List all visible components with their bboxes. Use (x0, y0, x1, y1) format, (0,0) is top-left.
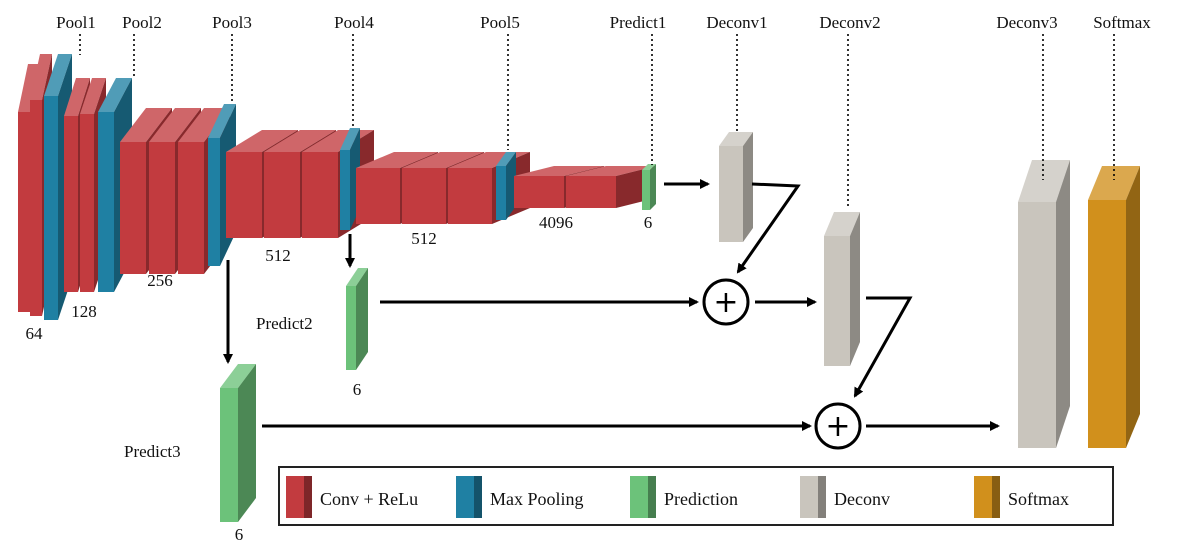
dim-predict3: 6 (234, 525, 244, 544)
deconv2-label: Deconv2 (819, 13, 881, 32)
pool3-label: Pool3 (212, 13, 252, 32)
pool5-block (496, 152, 516, 220)
dim-64: 64 (25, 324, 43, 343)
deconv2-block (824, 212, 860, 366)
legend-label-softmax: Softmax (1008, 489, 1069, 509)
deconv3-block (1018, 160, 1070, 448)
pool1-label: Pool1 (56, 13, 96, 32)
dim-predict2: 6 (352, 380, 362, 399)
predict1-label: Predict1 (609, 13, 667, 32)
legend-label-prediction: Prediction (664, 489, 738, 509)
predict2-label: Predict2 (256, 314, 313, 333)
pool2-label: Pool2 (122, 13, 162, 32)
legend-swatch-pooling (456, 476, 482, 518)
deconv3-label: Deconv3 (996, 13, 1058, 32)
sum-node-1: + (702, 278, 750, 326)
dim-128: 128 (71, 302, 97, 321)
pool4-label: Pool4 (334, 13, 374, 32)
deconv1-block (719, 132, 753, 242)
legend-label-conv: Conv + ReLu (320, 489, 419, 509)
predict1-block (642, 164, 656, 210)
legend-label-pooling: Max Pooling (490, 489, 584, 509)
arrow-deconv1-to-sum1 (736, 182, 801, 274)
sum-node-1-symbol: + (713, 285, 738, 320)
softmax-label: Softmax (1093, 13, 1151, 32)
dim-512-a: 512 (265, 246, 291, 265)
deconv1-label: Deconv1 (706, 13, 768, 32)
dim-256: 256 (147, 271, 173, 290)
legend-swatch-softmax (974, 476, 1000, 518)
arrow-deconv2-to-sum2 (853, 296, 913, 398)
softmax-block (1088, 166, 1140, 448)
predict2-block (346, 268, 368, 370)
sum-node-2: + (814, 402, 862, 450)
legend: Conv + ReLu Max Pooling Prediction Decon… (278, 466, 1114, 526)
predict3-block (220, 364, 256, 522)
sum-node-2-symbol: + (825, 409, 850, 444)
dim-512-b: 512 (411, 229, 437, 248)
legend-swatch-conv (286, 476, 312, 518)
legend-swatch-deconv (800, 476, 826, 518)
predict3-label: Predict3 (124, 442, 181, 461)
dim-4096: 4096 (539, 213, 573, 232)
legend-swatch-prediction (630, 476, 656, 518)
legend-label-deconv: Deconv (834, 489, 890, 509)
pool5-label: Pool5 (480, 13, 520, 32)
dim-predict1: 6 (643, 213, 653, 232)
